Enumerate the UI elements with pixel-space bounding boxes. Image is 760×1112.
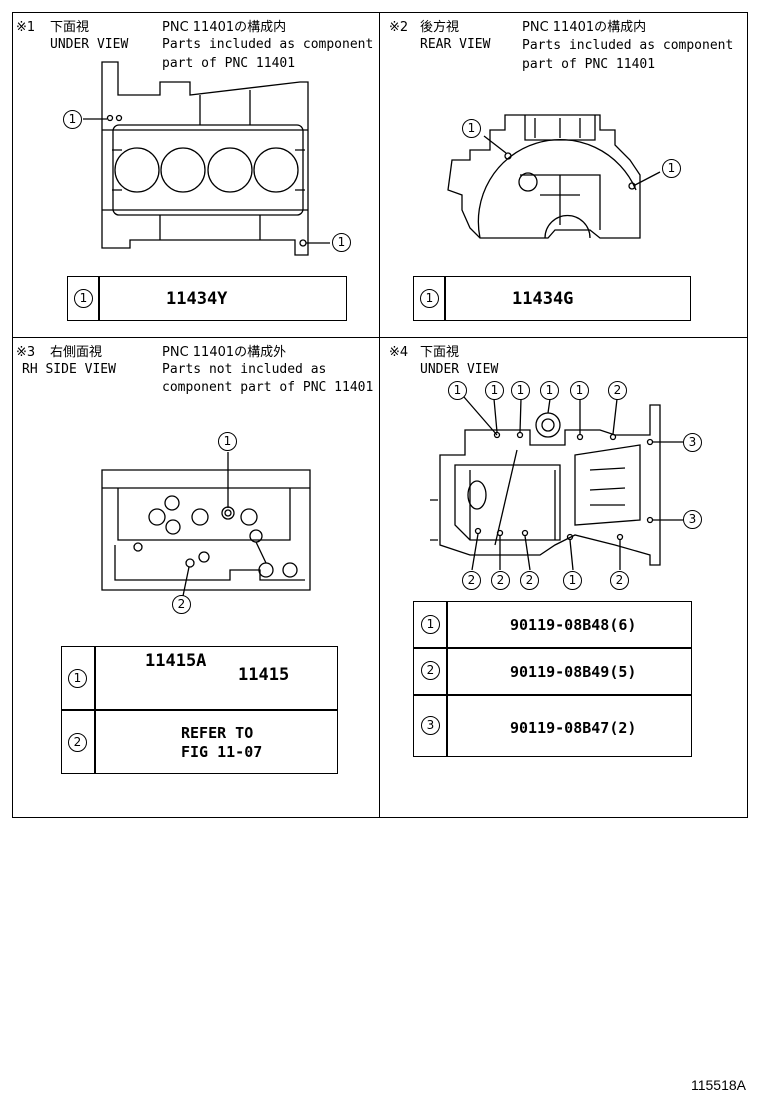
s1-callout: 1 [332, 233, 351, 252]
s3-table-row-divider [61, 709, 338, 711]
s3-assembly-number[interactable]: 11415 [238, 665, 290, 685]
s1-block-under-view-drawing [83, 61, 330, 256]
s4-callout-bottom: 2 [491, 571, 510, 590]
s1-view-jp: 下面視 [50, 20, 90, 35]
s4-callout-bottom: 2 [520, 571, 539, 590]
s1-view-en: UNDER VIEW [50, 37, 129, 52]
s4-view-jp: 下面視 [420, 345, 460, 360]
s4-callout-top: 1 [448, 381, 467, 400]
s2-note-line1: Parts included as component [522, 38, 734, 53]
s4-callout-bottom: 2 [610, 571, 629, 590]
s2-part-number[interactable]: 11434G [512, 289, 574, 309]
s2-table-divider [444, 276, 446, 321]
s1-note-line1: Parts included as component [162, 37, 374, 52]
s1-callout: 1 [63, 110, 82, 129]
s2-pnc-jp: PNC 11401の構成内 [522, 20, 647, 35]
s3-table-ref: 1 [68, 669, 87, 688]
s4-callout-right: 3 [683, 433, 702, 452]
horizontal-divider [12, 337, 748, 338]
s3-block-rh-side-view-drawing [101, 452, 311, 597]
s4-part-number[interactable]: 90119-08B48(6) [510, 616, 637, 634]
s1-part-number[interactable]: 11434Y [166, 289, 228, 309]
s2-note-line2: part of PNC 11401 [522, 57, 656, 72]
s4-table-ref: 3 [421, 716, 440, 735]
s4-mark: ※4 [389, 345, 409, 360]
s4-callout-top: 1 [511, 381, 530, 400]
s2-callout: 1 [662, 159, 681, 178]
s4-callout-top: 1 [540, 381, 559, 400]
s3-callout: 2 [172, 595, 191, 614]
s3-refer-line1: REFER TO [181, 724, 254, 742]
s3-mark: ※3 [16, 345, 36, 360]
s4-callout-bottom: 2 [462, 571, 481, 590]
s1-mark: ※1 [16, 20, 36, 35]
s2-parts-table [413, 276, 691, 321]
s4-table-row-divider [413, 694, 692, 696]
s1-parts-table [67, 276, 347, 321]
s4-parts-table [413, 601, 692, 757]
s3-callout: 1 [218, 432, 237, 451]
s4-callout-bottom: 1 [563, 571, 582, 590]
s4-table-ref: 1 [421, 615, 440, 634]
s3-pnc-jp: PNC 11401の構成外 [162, 345, 287, 360]
s4-oil-pan-under-view-drawing [430, 396, 683, 571]
s4-callout-right: 3 [683, 510, 702, 529]
s4-part-number[interactable]: 90119-08B49(5) [510, 663, 637, 681]
s4-callout-top: 1 [570, 381, 589, 400]
s1-table-divider [98, 276, 100, 321]
s1-note-line2: part of PNC 11401 [162, 56, 296, 71]
s2-view-jp: 後方視 [420, 20, 460, 35]
vertical-divider [379, 12, 380, 818]
s2-view-en: REAR VIEW [420, 37, 491, 52]
diagram-frame [12, 12, 748, 818]
s4-callout-top: 1 [485, 381, 504, 400]
s3-note-line1: Parts not included as [162, 362, 327, 377]
s3-view-jp: 右側面視 [50, 345, 103, 360]
s4-table-row-divider [413, 647, 692, 649]
s3-table-ref: 2 [68, 733, 87, 752]
s4-callout-top: 2 [608, 381, 627, 400]
s3-refer-line2[interactable]: FIG 11-07 [181, 743, 263, 761]
s1-pnc-jp: PNC 11401の構成内 [162, 20, 287, 35]
s4-view-en: UNDER VIEW [420, 362, 499, 377]
s3-view-en: RH SIDE VIEW [22, 362, 116, 377]
s4-table-divider [446, 601, 448, 757]
s4-table-ref: 2 [421, 661, 440, 680]
s3-note-line2: component part of PNC 11401 [162, 380, 374, 395]
s1-table-ref: 1 [74, 289, 93, 308]
s2-block-rear-view-drawing [447, 114, 661, 239]
s2-table-ref: 1 [420, 289, 439, 308]
s2-mark: ※2 [389, 20, 409, 35]
figure-number: 115518A [690, 1077, 746, 1093]
s2-callout: 1 [462, 119, 481, 138]
s4-part-number[interactable]: 90119-08B47(2) [510, 719, 637, 737]
s3-part-number[interactable]: 11415A [145, 651, 207, 671]
